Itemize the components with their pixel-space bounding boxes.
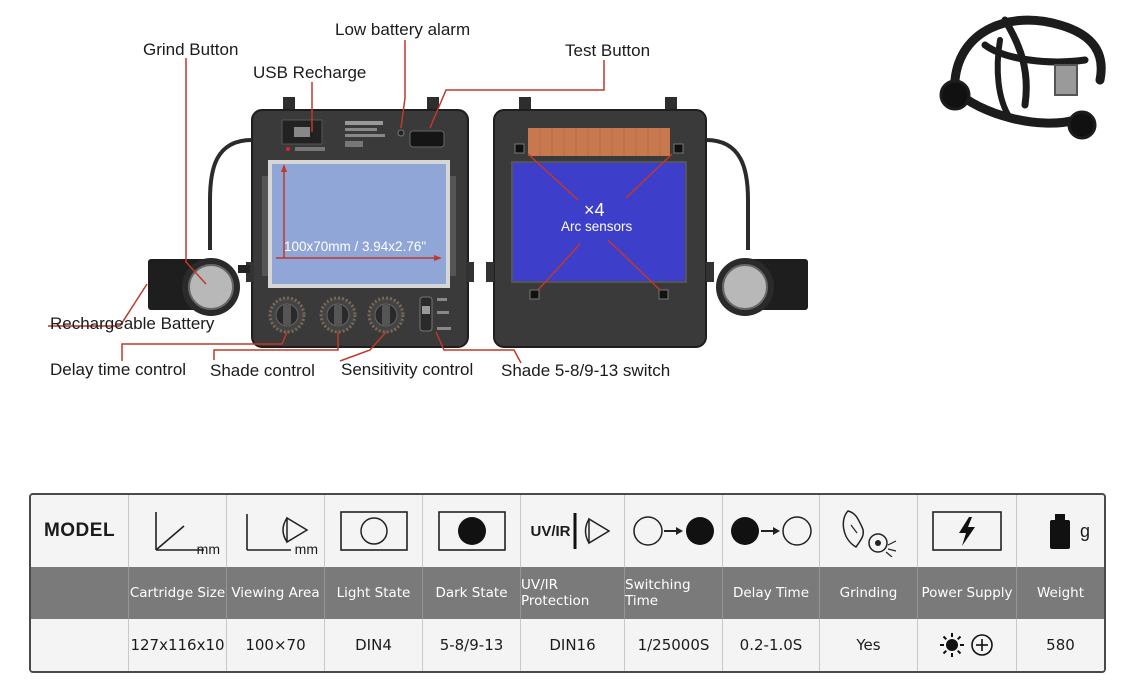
callout-usb-recharge: USB Recharge — [253, 63, 367, 82]
callout-shade-control: Shade control — [210, 361, 315, 380]
callout-grind-button: Grind Button — [143, 40, 239, 59]
grind-sensor-pod — [705, 138, 808, 316]
arc-sensor-label: Arc sensors — [561, 219, 633, 234]
callout-lines — [48, 40, 605, 364]
spec-label: Viewing Area — [226, 567, 324, 619]
spec-value: DIN16 — [520, 619, 624, 671]
spec-icons-row: MODEL mm mm UV/IR — [31, 495, 1104, 567]
delay-time-icon — [722, 495, 819, 567]
spec-value: 0.2-1.0S — [722, 619, 819, 671]
spec-label: Switching Time — [624, 567, 722, 619]
labels-row-spacer — [31, 567, 128, 619]
spec-label: Dark State — [422, 567, 520, 619]
spec-value: Yes — [819, 619, 917, 671]
callout-low-battery-alarm: Low battery alarm — [335, 20, 471, 39]
callout-delay-time-control: Delay time control — [50, 360, 187, 379]
spec-value: 1/25000S — [624, 619, 722, 671]
spec-label: Cartridge Size — [128, 567, 226, 619]
callout-rechargeable-battery: Rechargeable Battery — [50, 314, 215, 333]
viewing-area-icon: mm — [226, 495, 324, 567]
callout-shade-switch: Shade 5-8/9-13 switch — [501, 361, 671, 380]
cartridge-size-unit: mm — [196, 541, 220, 557]
spec-label: Grinding — [819, 567, 917, 619]
spec-labels-row: Cartridge Size Viewing Area Light State … — [31, 567, 1104, 619]
weight-unit: g — [1079, 521, 1090, 541]
headgear-image — [939, 15, 1106, 140]
spec-label: UV/IR Protection — [520, 567, 624, 619]
spec-label: Weight — [1016, 567, 1104, 619]
spec-label: Light State — [324, 567, 422, 619]
weight-icon: g — [1016, 495, 1104, 567]
values-row-spacer — [31, 619, 128, 671]
uvir-text: UV/IR — [530, 522, 571, 540]
spec-value: 580 — [1016, 619, 1104, 671]
model-header: MODEL — [31, 495, 128, 567]
switching-time-icon — [624, 495, 722, 567]
spec-table: MODEL mm mm UV/IR — [29, 493, 1106, 673]
viewing-area-unit: mm — [294, 541, 318, 557]
battery-plus-icon — [971, 634, 993, 656]
grinding-icon — [819, 495, 917, 567]
model-label: MODEL — [43, 520, 116, 541]
cartridge-back — [486, 97, 714, 348]
dark-state-icon — [422, 495, 520, 567]
spec-value: 100×70 — [226, 619, 324, 671]
spec-values-row: 127x116x10 100×70 DIN4 5-8/9-13 DIN16 1/… — [31, 619, 1104, 671]
cartridge-front — [246, 97, 474, 348]
uvir-protection-icon: UV/IR — [520, 495, 624, 567]
battery-pod — [148, 138, 253, 316]
callout-sensitivity-control: Sensitivity control — [341, 360, 474, 379]
spec-value: DIN4 — [324, 619, 422, 671]
product-diagram — [48, 15, 1106, 364]
callout-test-button: Test Button — [565, 41, 651, 60]
spec-value: 5-8/9-13 — [422, 619, 520, 671]
power-supply-icon — [917, 495, 1016, 567]
viewing-dimension-label: 100x70mm / 3.94x2.76" — [284, 239, 427, 254]
spec-label: Power Supply — [917, 567, 1016, 619]
solar-sun-icon — [940, 633, 964, 657]
spec-label: Delay Time — [722, 567, 819, 619]
light-state-icon — [324, 495, 422, 567]
spec-value: 127x116x10 — [128, 619, 226, 671]
arc-sensor-count: ×4 — [584, 200, 605, 220]
power-supply-value — [917, 619, 1016, 671]
cartridge-size-icon: mm — [128, 495, 226, 567]
